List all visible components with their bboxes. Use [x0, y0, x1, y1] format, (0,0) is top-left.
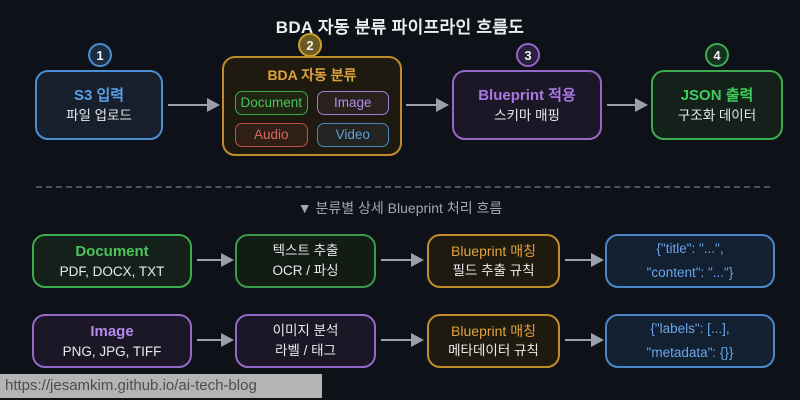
node-bda-classification: BDA 자동 분류 Document Image Audio Video	[222, 56, 402, 156]
doc-source-node: Document PDF, DOCX, TXT	[32, 234, 192, 288]
doc-process-line1: 텍스트 추출	[272, 243, 339, 259]
media-type-chips: Document Image Audio Video	[235, 91, 389, 148]
chip-document: Document	[235, 91, 308, 116]
doc-matching-node: Blueprint 매칭 필드 추출 규칙	[427, 234, 560, 288]
node-json-subtitle: 구조화 데이터	[677, 107, 757, 123]
node-s3-input: S3 입력 파일 업로드	[35, 70, 163, 140]
img-matching-title: Blueprint 매칭	[451, 323, 536, 340]
step-badge-1: 1	[88, 43, 112, 67]
img-matching-node: Blueprint 매칭 메타데이터 규칙	[427, 314, 560, 368]
doc-source-formats: PDF, DOCX, TXT	[59, 263, 165, 279]
node-blueprint-title: Blueprint 적용	[478, 86, 576, 104]
doc-matching-rule: 필드 추출 규칙	[452, 263, 535, 279]
img-source-formats: PNG, JPG, TIFF	[62, 343, 162, 359]
node-bda-title: BDA 자동 분류	[267, 67, 357, 83]
doc-output-line1: {"title": "...",	[656, 240, 724, 256]
node-s3-subtitle: 파일 업로드	[66, 107, 132, 123]
doc-matching-title: Blueprint 매칭	[451, 243, 536, 260]
doc-process-line2: OCR / 파싱	[272, 263, 339, 278]
flow-arrow-step1-step2	[168, 104, 207, 106]
img-output-node: {"labels": [...], "metadata": {}}	[605, 314, 775, 368]
doc-output-node: {"title": "...", "content": "..."}	[605, 234, 775, 288]
step-badge-3: 3	[516, 43, 540, 67]
node-json-output: JSON 출력 구조화 데이터	[651, 70, 783, 140]
img-source-node: Image PNG, JPG, TIFF	[32, 314, 192, 368]
node-json-title: JSON 출력	[680, 86, 754, 104]
node-blueprint-apply: Blueprint 적용 스키마 매핑	[452, 70, 602, 140]
img-output-line2: "metadata": {}}	[646, 345, 734, 360]
img-arrow-1	[197, 339, 221, 341]
doc-arrow-2	[381, 259, 411, 261]
step-badge-4: 4	[705, 43, 729, 67]
img-arrow-3	[565, 339, 591, 341]
section-divider	[36, 186, 770, 188]
img-matching-rule: 메타데이터 규칙	[448, 343, 539, 359]
img-process-line1: 이미지 분석	[272, 323, 339, 339]
chip-audio: Audio	[235, 123, 308, 148]
chip-image: Image	[316, 91, 389, 116]
img-process-line2: 라벨 / 태그	[275, 343, 336, 358]
doc-process-node: 텍스트 추출 OCR / 파싱	[235, 234, 376, 288]
img-source-title: Image	[90, 322, 134, 340]
node-blueprint-subtitle: 스키마 매핑	[494, 107, 560, 123]
img-output-line1: {"labels": [...],	[650, 320, 730, 336]
img-arrow-2	[381, 339, 411, 341]
flow-arrow-step3-step4	[607, 104, 635, 106]
node-s3-title: S3 입력	[73, 86, 125, 104]
doc-arrow-3	[565, 259, 591, 261]
img-process-node: 이미지 분석 라벨 / 태그	[235, 314, 376, 368]
doc-source-title: Document	[75, 242, 149, 260]
doc-output-line2: "content": "..."}	[646, 265, 734, 280]
status-bar-url: https://jesamkim.github.io/ai-tech-blog	[0, 374, 322, 398]
section-label: ▼ 분류별 상세 Blueprint 처리 흐름	[297, 200, 503, 216]
chip-video: Video	[316, 123, 389, 148]
diagram-title: BDA 자동 분류 파이프라인 흐름도	[275, 18, 525, 37]
flow-arrow-step2-step3	[406, 104, 436, 106]
doc-arrow-1	[197, 259, 221, 261]
step-badge-2: 2	[298, 33, 322, 57]
